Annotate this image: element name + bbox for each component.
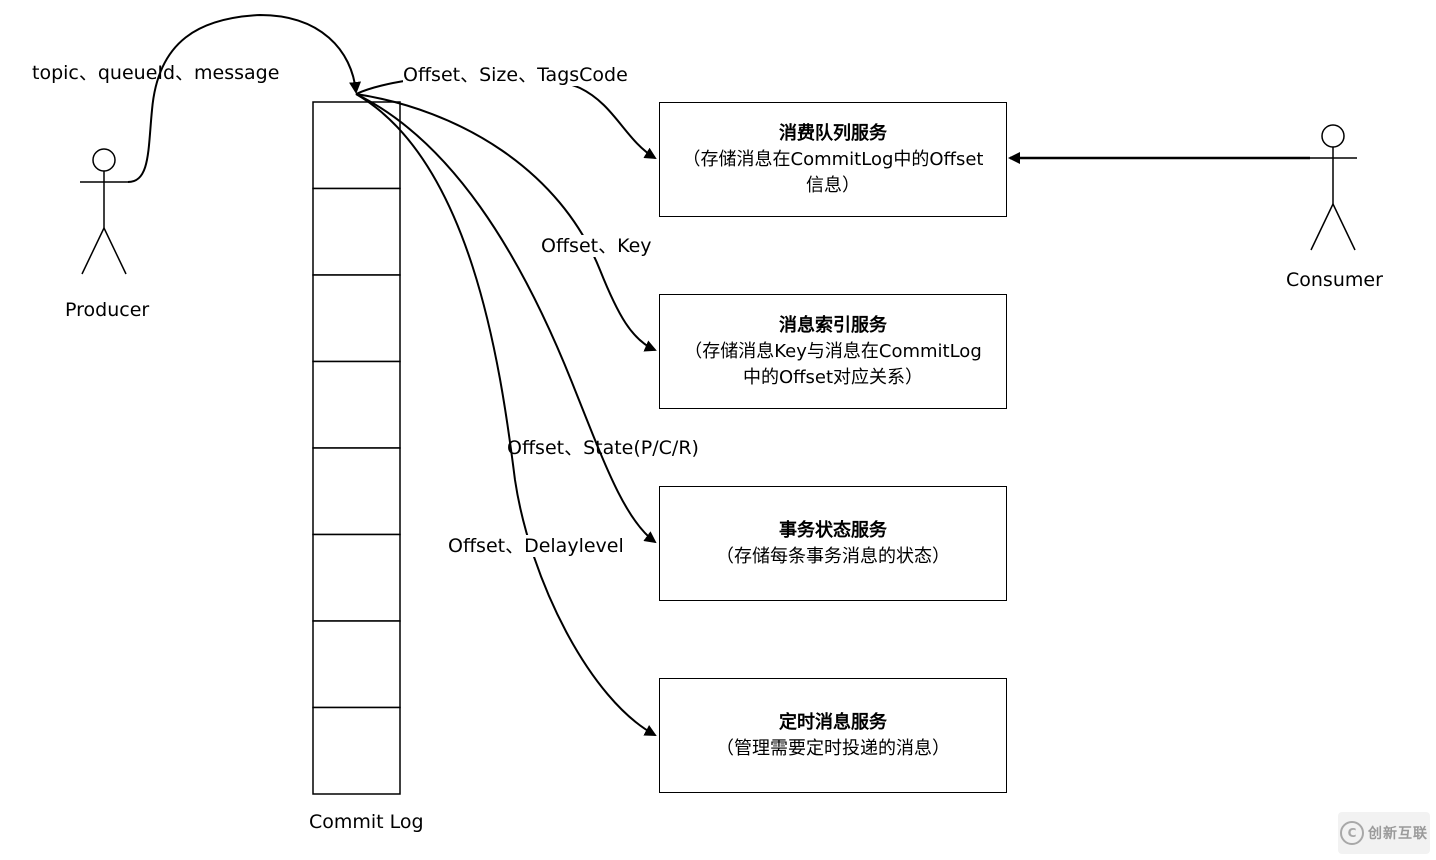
log-to-index-arrow xyxy=(355,93,657,352)
watermark-text: 创新互联 xyxy=(1368,826,1428,842)
service-description: （存储每条事务消息的状态） xyxy=(716,545,950,567)
service-title: 定时消息服务 xyxy=(779,711,887,733)
service-description: （存储消息Key与消息在CommitLog xyxy=(684,340,982,362)
service-description-cont: 中的Offset对应关系） xyxy=(742,366,924,388)
consume-queue-service-box: 消费队列服务 （存储消息在CommitLog中的Offset 信息） xyxy=(659,102,1007,217)
commit-log-cell xyxy=(312,620,401,709)
producer-to-log-arrow xyxy=(127,13,362,183)
service-title: 消息索引服务 xyxy=(779,314,887,336)
commit-log-cell xyxy=(312,187,401,276)
edge-label-schedule: Offset、Delaylevel xyxy=(448,535,624,557)
edge-label-producer: topic、queueId、message xyxy=(32,62,280,84)
service-title: 事务状态服务 xyxy=(779,519,887,541)
edge-label-index: Offset、Key xyxy=(541,235,652,257)
log-to-schedule-arrow xyxy=(355,93,657,736)
schedule-service-box: 定时消息服务 （管理需要定时投递的消息） xyxy=(659,678,1007,793)
watermark: C 创新互联 xyxy=(1338,812,1430,854)
commit-log-cell xyxy=(312,706,401,795)
index-service-box: 消息索引服务 （存储消息Key与消息在CommitLog 中的Offset对应关… xyxy=(659,294,1007,409)
edge-label-transaction: Offset、State(P/C/R) xyxy=(507,437,699,459)
service-description: （管理需要定时投递的消息） xyxy=(716,737,950,759)
commit-log-column xyxy=(312,101,401,795)
commit-log-cell xyxy=(312,101,401,190)
producer-figure xyxy=(80,148,128,275)
commit-log-cell xyxy=(312,533,401,622)
edge-label-consume-queue: Offset、Size、TagsCode xyxy=(403,64,628,86)
service-description-cont: 信息） xyxy=(806,174,860,196)
commit-log-cell xyxy=(312,360,401,449)
log-to-consume-queue-arrow xyxy=(355,74,657,160)
commit-log-cell xyxy=(312,274,401,363)
consumer-figure xyxy=(1309,124,1357,251)
producer-head xyxy=(92,148,116,172)
consumer-head xyxy=(1321,124,1345,148)
service-title: 消费队列服务 xyxy=(779,122,887,144)
service-description: （存储消息在CommitLog中的Offset xyxy=(682,148,984,170)
commit-log-label: Commit Log xyxy=(309,811,424,833)
watermark-logo-icon: C xyxy=(1340,821,1364,845)
log-to-transaction-arrow xyxy=(355,93,657,544)
producer-label: Producer xyxy=(65,299,150,321)
consumer-label: Consumer xyxy=(1286,269,1383,291)
transaction-service-box: 事务状态服务 （存储每条事务消息的状态） xyxy=(659,486,1007,601)
commit-log-cell xyxy=(312,447,401,536)
